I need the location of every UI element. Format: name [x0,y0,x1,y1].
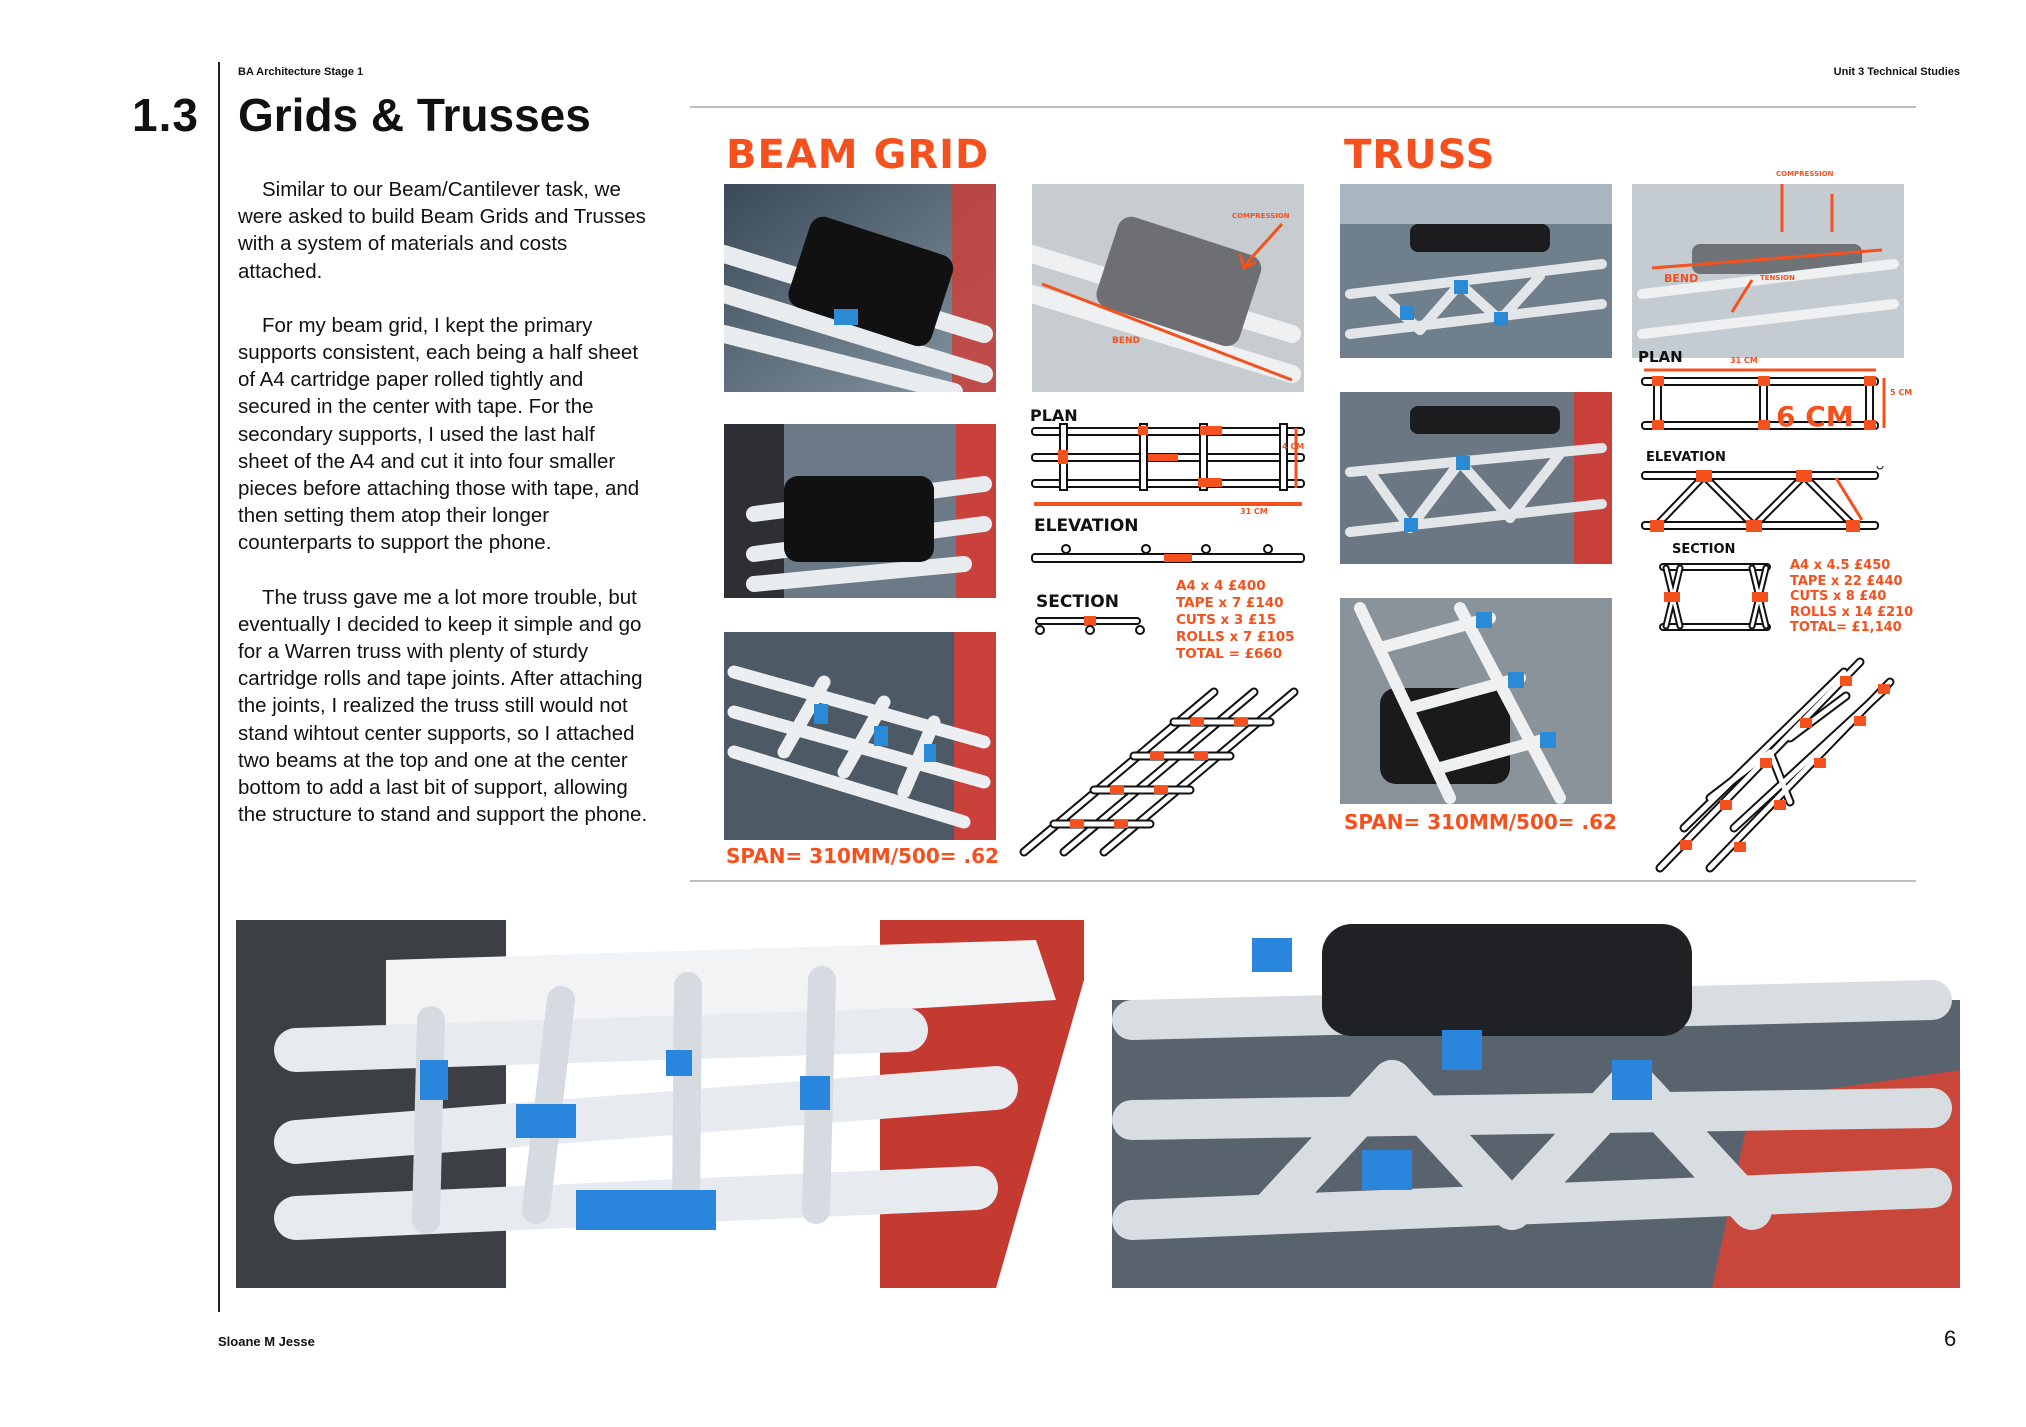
truss-tension-annotation: TENSION [1760,274,1795,282]
poster-top-rule [690,106,1916,108]
paragraph: Similar to our Beam/Cantilever task, we … [238,178,646,283]
cost-line: ROLLS x 7 £105 [1176,629,1295,645]
beam-grid-span: SPAN= 310MM/500= .62 [726,844,999,868]
margin-rule [218,62,220,1312]
beam-plan-height: 4 CM [1282,442,1305,451]
truss-bend-annotation: BEND [1664,272,1699,285]
body-text: Similar to our Beam/Cantilever task, we … [238,176,648,855]
course-label: BA Architecture Stage 1 [238,66,364,78]
cost-line: TAPE x 22 £440 [1790,573,1903,589]
beam-grid-photo-1 [724,184,996,392]
truss-section-label: SECTION [1672,542,1736,557]
beam-elevation-drawing [1031,544,1305,563]
beam-cost-list: A4 x 4 £400 TAPE x 7 £140 CUTS x 3 £15 R… [1176,578,1295,663]
truss-plan-label: PLAN [1638,348,1683,366]
truss-photo-1 [1340,184,1612,358]
beam-elevation-label: ELEVATION [1034,516,1139,536]
cost-line: A4 x 4.5 £450 [1790,558,1891,573]
section-number: 1.3 [132,89,199,141]
paragraph: The truss gave me a lot more trouble, bu… [238,585,648,827]
beam-grid-photo-3 [724,632,996,840]
beam-section-drawing [1035,616,1145,635]
cost-line: TAPE x 7 £140 [1176,595,1284,611]
beam-grid-photo-2 [724,424,996,598]
beam-plan-label: PLAN [1030,406,1078,425]
page-title: Grids & Trusses [238,89,591,141]
beam-plan-width: 31 CM [1240,507,1268,516]
truss-plan-drawing [1641,368,1886,430]
bend-annotation: BEND [1112,336,1141,346]
truss-photo-annotated [1632,184,1904,358]
cost-line: A4 x 4 £400 [1176,578,1266,594]
cost-line: TOTAL = £660 [1176,646,1283,662]
compression-annotation: COMPRESSION [1232,212,1290,220]
truss-cost-list: A4 x 4.5 £450 TAPE x 22 £440 CUTS x 8 £4… [1790,558,1913,636]
page-number: 6 [1944,1326,1957,1351]
poster-bottom-rule [690,880,1916,882]
truss-photo-2 [1340,392,1612,564]
truss-axonometric-drawing [1655,657,1895,873]
cost-line: CUTS x 3 £15 [1176,612,1277,628]
author-name: Sloane M Jesse [218,1334,315,1349]
truss-elevation-drawing [1641,466,1884,532]
beam-plan-drawing [1031,423,1305,506]
truss-compression-annotation: COMPRESSION [1776,170,1834,178]
cost-line: CUTS x 8 £40 [1790,589,1887,604]
truss-section-drawing [1659,563,1771,631]
cost-line: ROLLS x 14 £210 [1790,604,1914,620]
truss-plan-callout: 6 CM [1776,400,1854,433]
truss-span: SPAN= 310MM/500= .62 [1344,810,1617,834]
truss-title: TRUSS [1344,132,1496,178]
truss-plan-height: 5 CM [1890,388,1913,397]
unit-label: Unit 3 Technical Studies [1833,66,1960,78]
paragraph: For my beam grid, I kept the primary sup… [238,313,640,555]
beam-grid-large-photo [236,920,1084,1288]
beam-grid-title: BEAM GRID [726,132,990,178]
cost-line: TOTAL= £1,140 [1790,620,1902,635]
truss-elevation-label: ELEVATION [1646,450,1726,465]
truss-plan-width: 31 CM [1730,356,1758,365]
truss-large-photo [1112,920,1960,1288]
beam-section-label: SECTION [1036,592,1119,612]
truss-photo-3 [1340,598,1612,804]
beam-grid-photo-annotated [1032,184,1304,392]
beam-axonometric-drawing [1019,687,1299,857]
